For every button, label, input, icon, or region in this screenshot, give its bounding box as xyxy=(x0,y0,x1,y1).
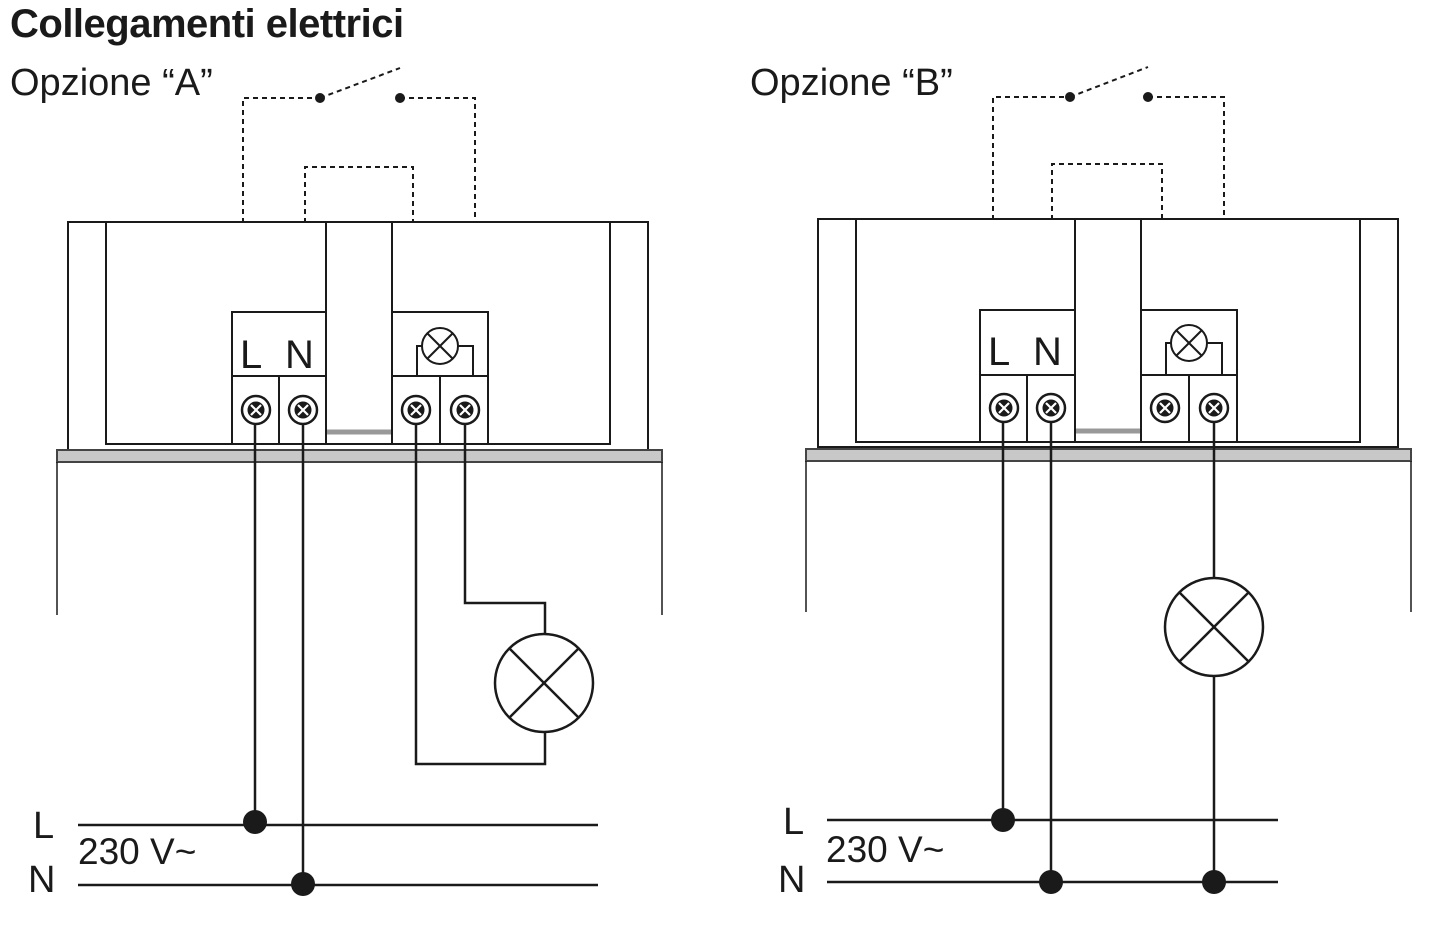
option-a-screw-N-icon xyxy=(287,394,319,426)
option-a-screw-out2-icon xyxy=(449,394,481,426)
option-b-junction-N-icon xyxy=(1039,870,1063,894)
option-b-switch-contact-icon xyxy=(1065,92,1075,102)
option-b-terminal-L-label: L xyxy=(988,330,1010,374)
option-a-junction-N-icon xyxy=(291,872,315,896)
option-a-switch-contact-icon xyxy=(395,93,405,103)
option-b-junction-lamp-icon xyxy=(1202,870,1226,894)
option-b-line-L-label: L xyxy=(783,801,804,843)
option-b-device-box xyxy=(817,218,1399,448)
option-b-screw-out1-icon xyxy=(1149,392,1181,424)
option-a-terminal-N-label: N xyxy=(285,333,314,377)
option-b-screw-N-icon xyxy=(1035,392,1067,424)
option-b-diagram xyxy=(805,66,1412,894)
option-b-screw-out2-icon xyxy=(1198,392,1230,424)
option-a-switch-contact-icon xyxy=(315,93,325,103)
option-a-screw-out1-icon xyxy=(400,394,432,426)
option-b-terminal-N-label: N xyxy=(1033,330,1062,374)
option-a-external-lamp-icon xyxy=(493,632,595,734)
option-b-label: Opzione “B” xyxy=(750,62,953,104)
option-a-terminal-L-label: L xyxy=(240,333,262,377)
option-a-wires xyxy=(78,424,598,887)
option-a-plate xyxy=(56,449,663,463)
option-b-plate xyxy=(805,448,1412,462)
option-a-voltage-label: 230 V~ xyxy=(78,831,196,872)
option-a-terminal-block xyxy=(231,311,327,445)
option-b-junction-L-icon xyxy=(991,808,1015,832)
option-a-diagram xyxy=(56,67,663,896)
option-a-line-L-label: L xyxy=(33,805,54,847)
option-b-switch-contact-icon xyxy=(1143,92,1153,102)
option-b-lamp-block xyxy=(1140,309,1238,443)
option-b-line-N-label: N xyxy=(778,859,805,901)
option-b-external-lamp-icon xyxy=(1163,576,1265,678)
option-a-screw-L-icon xyxy=(240,394,272,426)
page-title: Collegamenti elettrici xyxy=(10,2,404,46)
option-a-lamp-block xyxy=(391,311,489,445)
option-a-line-N-label: N xyxy=(28,859,55,901)
option-a-device-box xyxy=(67,221,649,451)
option-b-screw-L-icon xyxy=(988,392,1020,424)
option-b-voltage-label: 230 V~ xyxy=(826,829,944,870)
option-a-junction-L-icon xyxy=(243,810,267,834)
option-a-label: Opzione “A” xyxy=(10,62,213,104)
